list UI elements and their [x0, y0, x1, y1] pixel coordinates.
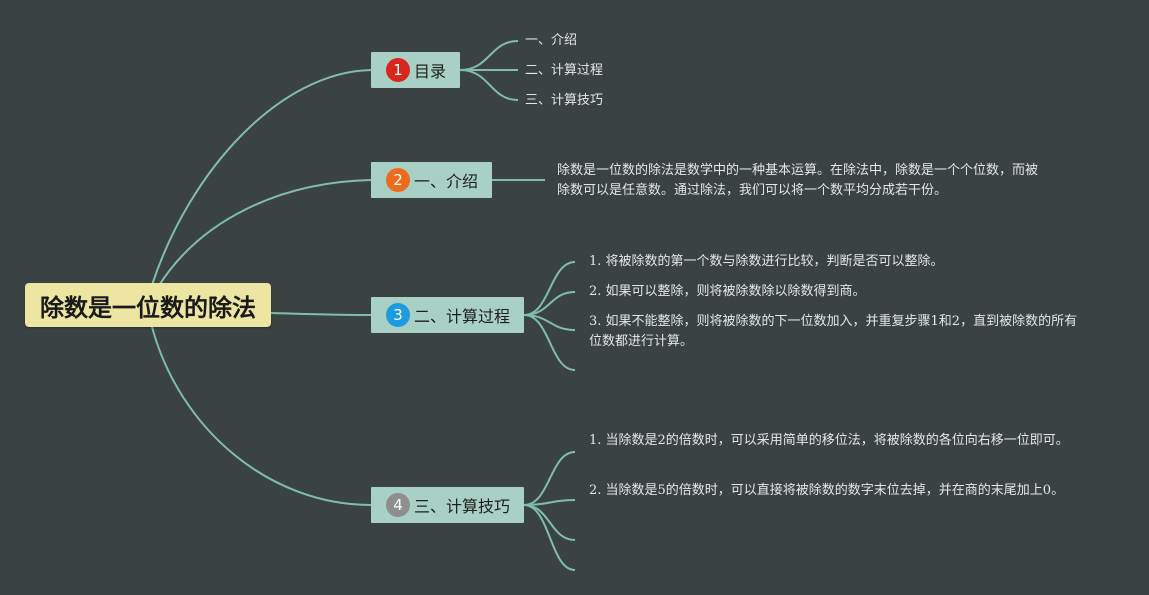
connector-b1-leaf-3: [459, 69, 519, 101]
connector-b3-leaf-2: [523, 291, 576, 316]
branch-title: 二、计算过程: [414, 307, 511, 326]
branch-node-tips[interactable]: 4 三、计算技巧: [371, 487, 524, 523]
connector-b1-leaf-1: [459, 40, 519, 71]
root-title: 除数是一位数的除法: [40, 293, 256, 322]
branch-node-process[interactable]: 3 二、计算过程: [371, 297, 524, 333]
connector-root-branch-2: [157, 179, 372, 288]
connector-b4-leaf-4: [523, 504, 576, 571]
connector-b3-leaf-1: [523, 261, 576, 316]
number-badge-icon: 3: [386, 303, 410, 327]
leaf-process-step[interactable]: 3. 如果不能整除，则将被除数的下一位数加入，并重复步骤1和2，直到被除数的所有…: [589, 314, 1078, 349]
leaf-tip[interactable]: 2. 当除数是5的倍数时，可以直接将被除数的数字末位去掉，并在商的末尾加上0。: [589, 483, 1065, 498]
leaf-toc-item[interactable]: 一、介绍: [525, 33, 578, 48]
number-badge-icon: 1: [386, 58, 410, 82]
connector-root-branch-4: [151, 326, 372, 506]
connector-root-branch-1: [151, 69, 372, 286]
connector-root-branch-3: [270, 312, 372, 316]
leaf-process-step[interactable]: 1. 将被除数的第一个数与除数进行比较，判断是否可以整除。: [589, 254, 944, 269]
leaf-toc-item[interactable]: 二、计算过程: [525, 63, 604, 78]
leaf-tip[interactable]: 1. 当除数是2的倍数时，可以采用简单的移位法，将被除数的各位向右移一位即可。: [589, 433, 1069, 448]
branch-title: 一、介绍: [414, 172, 479, 191]
leaf-process-step[interactable]: 2. 如果可以整除，则将被除数除以除数得到商。: [589, 284, 866, 299]
leaf-intro-text[interactable]: 除数是一位数的除法是数学中的一种基本运算。在除法中，除数是一个个位数，而被除数可…: [557, 163, 1039, 198]
leaf-toc-item[interactable]: 三、计算技巧: [525, 93, 604, 108]
branch-node-toc[interactable]: 1 目录: [371, 52, 460, 88]
connector-b3-leaf-4: [523, 314, 576, 371]
number-badge-icon: 4: [386, 493, 410, 517]
connector-b4-leaf-1: [523, 451, 576, 506]
number-badge-icon: 2: [386, 168, 410, 192]
branch-title: 三、计算技巧: [414, 497, 511, 516]
root-node[interactable]: 除数是一位数的除法: [25, 283, 271, 327]
branch-node-intro[interactable]: 2 一、介绍: [371, 162, 492, 198]
branch-title: 目录: [414, 62, 447, 81]
